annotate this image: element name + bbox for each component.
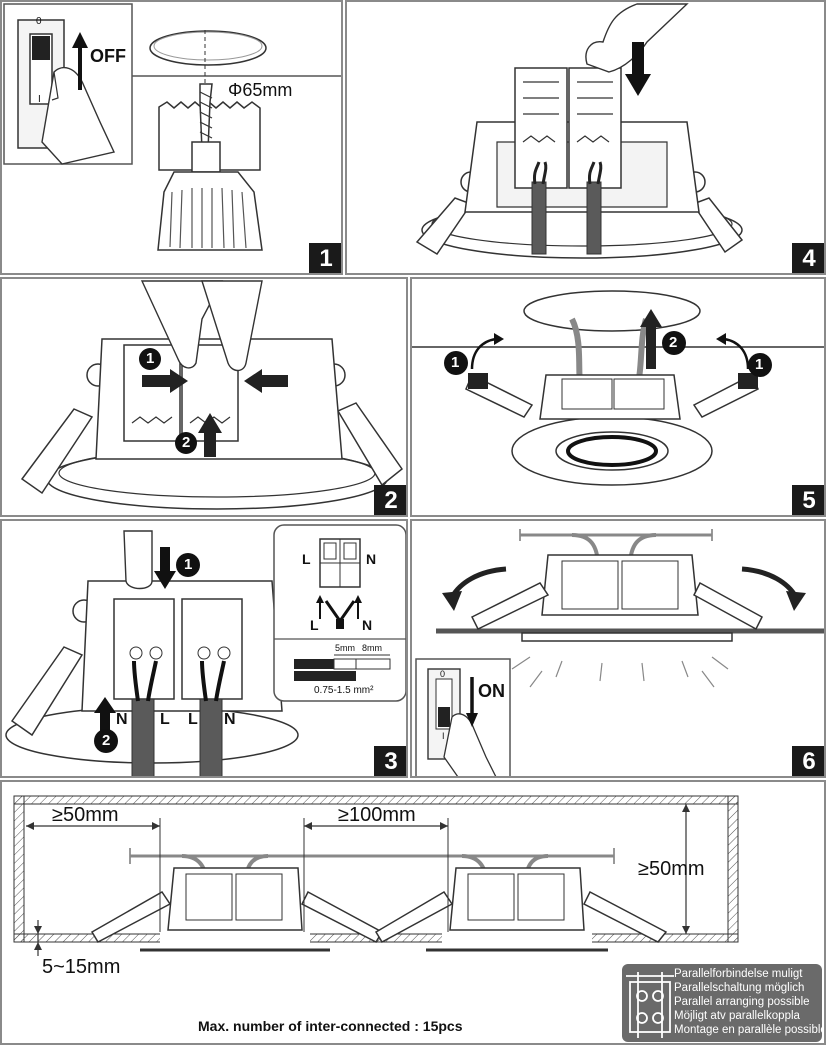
spring-clip-left-icon [20, 408, 94, 495]
callout-2: 2 [102, 732, 111, 749]
step-number-5: 5 [792, 485, 824, 515]
spacing-label: ≥100mm [338, 804, 416, 826]
step-6-illustration [415, 529, 824, 776]
rotate-arrow-left-icon [442, 591, 462, 611]
terminal-block-left-icon [514, 67, 568, 189]
step-number-6: 6 [792, 746, 824, 776]
inset-label-n2: N [362, 617, 373, 633]
switch-zero-label: 0 [440, 669, 446, 679]
ceiling-thickness-label: 5~15mm [42, 956, 121, 978]
wire-gauge-label: 0.75-1.5 mm² [314, 685, 374, 696]
step-5-illustration [412, 290, 824, 486]
step-number-2: 2 [374, 485, 406, 515]
callout-1: 1 [184, 556, 193, 573]
wire-strip-icon [294, 659, 334, 669]
strip-8mm-label: 8mm [362, 643, 382, 653]
callout-1: 1 [146, 350, 155, 367]
inset-label-l: L [302, 551, 311, 567]
wiring-inset [273, 524, 406, 702]
bezel-icon [521, 632, 733, 642]
arrow-down-icon [154, 571, 176, 589]
step-4-illustration [415, 3, 744, 259]
rotate-arrow-left-icon [494, 333, 504, 345]
step-1-panel: OFF 0 I Φ65mm 1 [0, 0, 343, 275]
callout-2: 2 [182, 434, 191, 451]
on-label: ON [478, 681, 505, 701]
wire-label-l-left: L [160, 711, 170, 728]
max-connected-label: Max. number of inter-connected : 15pcs [198, 1018, 463, 1034]
terminal-block-left-icon [113, 598, 175, 700]
hole-size-label: Φ65mm [228, 80, 293, 100]
terminal-block-right-icon [181, 598, 243, 700]
finger-icon [123, 530, 153, 590]
wire-label-n-left: N [116, 711, 128, 728]
hand-left-icon [140, 280, 224, 369]
step-number-4: 4 [792, 243, 824, 273]
cable-right-icon [586, 181, 602, 255]
spacing-illustration [13, 795, 822, 1042]
step-3-panel: 1 2 N L L N L N L N 5mm 8mm 0.75-1.5 mm²… [0, 519, 408, 778]
rotate-arrow-right-icon [786, 591, 806, 611]
arrow-up-icon [72, 32, 88, 48]
parallel-text-de: Parallelschaltung möglich [674, 982, 805, 994]
edge-clearance-label: ≥50mm [52, 804, 119, 826]
step-2-illustration [20, 280, 404, 510]
arrow-down-icon [625, 74, 651, 96]
spring-clip-left-icon [470, 582, 550, 630]
step-number-3: 3 [374, 746, 406, 776]
parallel-text-da: Parallelforbindelse muligt [674, 968, 803, 980]
parallel-badge [622, 964, 822, 1042]
installation-spacing-panel: ≥50mm ≥100mm ≥50mm 5~15mm Max. number of… [0, 780, 826, 1045]
inset-label-l2: L [310, 617, 319, 633]
cable-left-icon [131, 698, 155, 776]
arrow-up-icon [94, 697, 116, 713]
off-label: OFF [90, 46, 126, 66]
step-1-illustration [3, 3, 341, 251]
cable-left-icon [531, 181, 547, 255]
step-3-illustration [5, 524, 406, 776]
strip-5mm-label: 5mm [335, 643, 355, 653]
ceiling-cutout-icon [149, 30, 267, 66]
step-number-1: 1 [309, 243, 341, 273]
callout-1-right: 1 [755, 356, 764, 373]
arrow-right-icon [170, 369, 188, 393]
spring-clip-right-icon [693, 581, 763, 631]
parallel-text-en: Parallel arranging possible [674, 996, 810, 1008]
arrow-up-icon [198, 413, 222, 433]
step-6-panel: ON 0 I 6 [410, 519, 826, 778]
switch-zero-label: 0 [36, 16, 42, 27]
parallel-wiring-icon [626, 972, 674, 1038]
arrow-up-icon [640, 309, 662, 327]
callout-2: 2 [669, 334, 678, 351]
depth-label: ≥50mm [638, 858, 705, 880]
switch-one-label: I [38, 94, 41, 105]
hand-right-icon [201, 280, 263, 372]
step-5-panel: 1 1 2 5 [410, 277, 826, 517]
rotate-arrow-right-icon [716, 333, 726, 345]
arrow-down-icon [466, 713, 478, 727]
wire-label-l-right: L [188, 711, 198, 728]
ceiling-hole-icon [523, 290, 701, 332]
step-2-panel: 1 2 2 [0, 277, 408, 517]
wire-label-n-right: N [224, 711, 236, 728]
step-4-panel: 4 [345, 0, 826, 275]
switch-one-label: I [442, 731, 445, 741]
terminal-block-right-icon [568, 67, 622, 189]
parallel-text-fr: Montage en parallèle possible [674, 1024, 826, 1036]
spring-clip-left-icon [10, 646, 84, 737]
hole-saw-icon [157, 171, 263, 251]
finger-icon [585, 3, 689, 73]
bezel-ring-icon [511, 416, 713, 486]
callout-1-left: 1 [451, 354, 460, 371]
arrow-left-icon [244, 369, 262, 393]
parallel-text-sv: Möjligt atv parallelkoppla [674, 1010, 800, 1022]
cable-right-icon [199, 698, 223, 776]
inset-label-n: N [366, 551, 377, 567]
